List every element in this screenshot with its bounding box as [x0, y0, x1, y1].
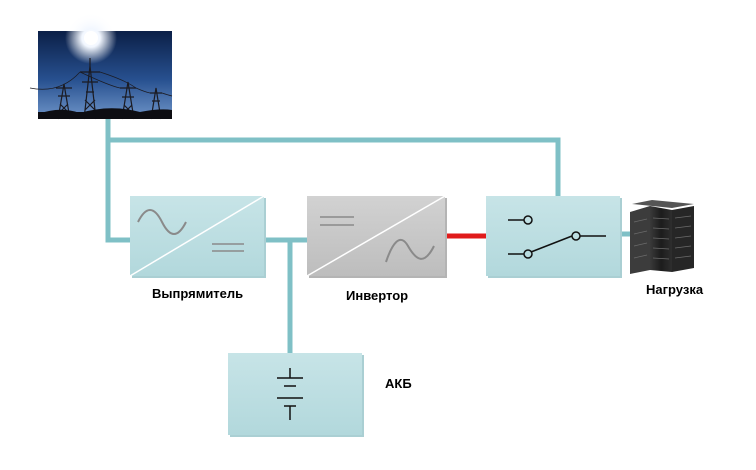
- connection-lines: [105, 116, 633, 356]
- server-rack-icon: [630, 200, 694, 274]
- battery-icon: [277, 368, 303, 420]
- dc-lines-icon: [320, 216, 354, 226]
- bypass-line: [105, 116, 561, 199]
- rectifier-block: [129, 195, 266, 278]
- power-lines-photo: [29, 12, 173, 120]
- static-switch-block: [486, 196, 622, 278]
- load-label: Нагрузка: [646, 282, 704, 297]
- battery-block: [228, 353, 364, 437]
- inverter-label: Инвертор: [346, 288, 409, 303]
- inverter-block: [306, 195, 447, 278]
- switch-icon: [508, 215, 606, 259]
- ac-wave-icon: [385, 239, 435, 263]
- dc-lines-icon: [212, 243, 244, 252]
- rectifier-label: Выпрямитель: [152, 286, 244, 301]
- mains-to-rectifier-line: [105, 137, 133, 243]
- ac-wave-icon: [137, 209, 187, 235]
- battery-label: АКБ: [385, 376, 412, 391]
